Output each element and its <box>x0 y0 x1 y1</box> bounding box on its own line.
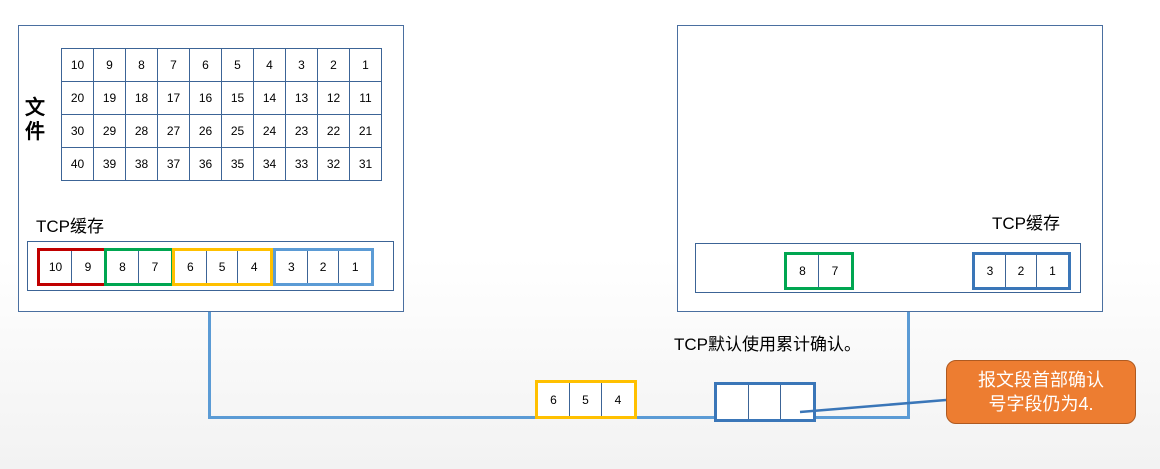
file-block: 36 <box>189 147 222 181</box>
segment-cell: 2 <box>308 251 340 283</box>
receiver-cache-label: TCP缓存 <box>992 214 1060 233</box>
file-block: 34 <box>253 147 286 181</box>
callout-line-2: 号字段仍为4. <box>988 394 1094 414</box>
segment-cell: 2 <box>1006 255 1038 287</box>
file-block: 3 <box>285 48 318 82</box>
segment-cell: 4 <box>614 392 622 407</box>
file-block: 11 <box>349 81 382 115</box>
received-segment-8-7: 8 7 <box>784 252 854 290</box>
file-block: 28 <box>125 114 158 148</box>
segment-cell: 4 <box>250 260 258 274</box>
segment-6-5-4: 6 5 4 <box>172 248 273 286</box>
file-block: 33 <box>285 147 318 181</box>
segment-cell: 3 <box>975 255 1007 287</box>
segment-cell: 8 <box>107 251 140 283</box>
segment-cell: 9 <box>84 260 92 274</box>
in-transit-ack-segment <box>714 382 816 422</box>
file-block: 8 <box>125 48 158 82</box>
segment-cell: 7 <box>831 264 839 278</box>
cumulative-ack-note: TCP默认使用累计确认。 <box>674 335 861 354</box>
receiver-tcp-buffer: 8 7 3 2 1 <box>695 243 1081 293</box>
segment-cell: 7 <box>151 260 159 274</box>
segment-cell: 6 <box>538 383 571 416</box>
file-label-char-1: 文 <box>25 97 45 119</box>
sender-tcp-buffer: 10 9 8 7 6 5 4 3 2 1 <box>27 241 394 291</box>
segment-cell: 1 <box>1049 264 1056 278</box>
file-label-char-2: 件 <box>25 121 45 143</box>
callout-line-1: 报文段首部确认 <box>978 370 1104 390</box>
file-label: 文 件 <box>22 96 48 144</box>
file-block: 16 <box>189 81 222 115</box>
file-block: 6 <box>189 48 222 82</box>
file-block: 38 <box>125 147 158 181</box>
in-transit-segment-6-5-4: 6 5 4 <box>535 380 637 419</box>
link-left-vertical <box>208 312 211 419</box>
file-block: 1 <box>349 48 382 82</box>
link-right-vertical <box>907 312 910 419</box>
file-block: 21 <box>349 114 382 148</box>
file-block: 35 <box>221 147 254 181</box>
segment-cell: 3 <box>276 251 308 283</box>
receiver-host: TCP缓存 8 7 3 2 1 <box>677 25 1103 312</box>
callout-box: 报文段首部确认 号字段仍为4. <box>946 360 1136 424</box>
file-block: 9 <box>93 48 126 82</box>
file-block: 5 <box>221 48 254 82</box>
segment-cell: 1 <box>351 260 359 274</box>
segment-3-2-1: 3 2 1 <box>273 248 374 286</box>
segment-cell: 10 <box>40 251 73 283</box>
file-block: 40 <box>61 147 94 181</box>
file-block: 37 <box>157 147 190 181</box>
segment-cell: 6 <box>175 251 207 283</box>
ack-cell <box>717 385 750 419</box>
sender-cache-label: TCP缓存 <box>36 217 104 236</box>
segment-cell: 5 <box>207 251 239 283</box>
file-block: 10 <box>61 48 94 82</box>
file-block: 7 <box>157 48 190 82</box>
file-block: 30 <box>61 114 94 148</box>
ack-cell <box>749 385 782 419</box>
received-segment-3-2-1: 3 2 1 <box>972 252 1071 290</box>
segment-cell: 8 <box>787 255 820 287</box>
segment-cell: 5 <box>570 383 603 416</box>
file-block: 31 <box>349 147 382 181</box>
file-block: 19 <box>93 81 126 115</box>
file-block: 32 <box>317 147 350 181</box>
